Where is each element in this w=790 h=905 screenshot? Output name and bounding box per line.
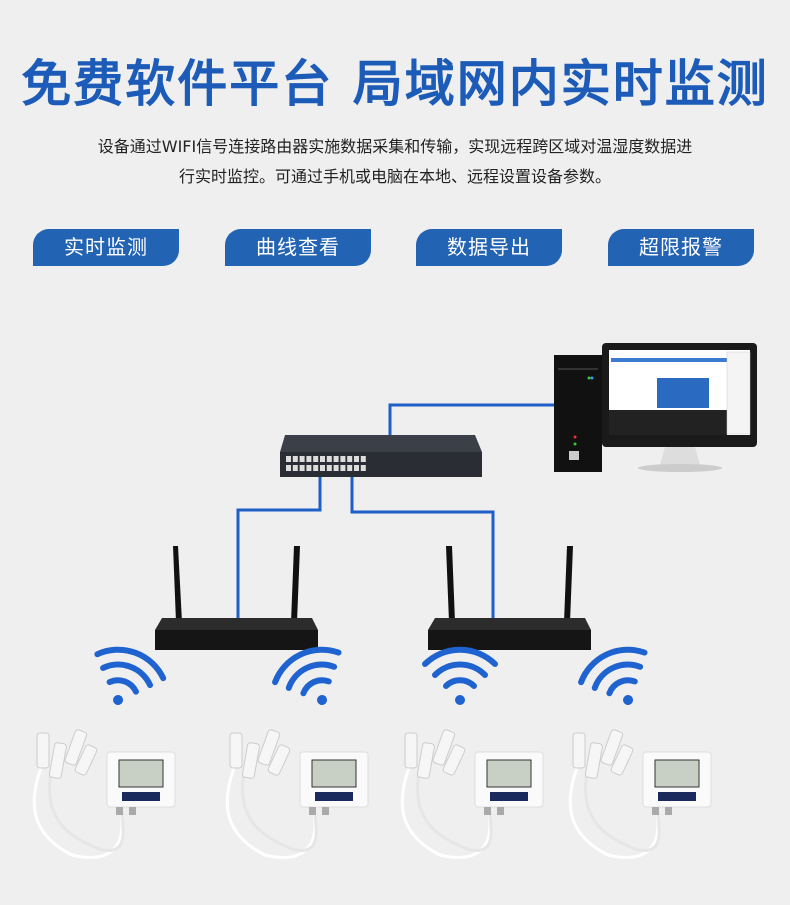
wireless-router-1-icon (155, 546, 318, 650)
temperature-humidity-logger-icon (568, 729, 712, 859)
page-title: 免费软件平台 局域网内实时监测 (21, 55, 769, 113)
wireless-router-2-icon (428, 546, 591, 650)
monitor-icon (602, 343, 757, 472)
wifi-icon (94, 646, 167, 705)
network-cables (236, 403, 556, 618)
network-switch-icon (280, 435, 482, 477)
wifi-icon (422, 646, 498, 705)
feature-data-export: 数据导出 (416, 229, 562, 266)
feature-alarm: 超限报警 (608, 229, 754, 266)
wifi-icon (578, 646, 648, 705)
description-line-2: 行实时监控。可通过手机或电脑在本地、远程设置设备参数。 (178, 167, 611, 186)
feature-realtime-monitoring: 实时监测 (33, 229, 179, 266)
feature-curve-view: 曲线查看 (225, 229, 371, 266)
wifi-icon (272, 646, 342, 705)
temperature-humidity-logger-icon (32, 729, 176, 859)
description-line-1: 设备通过WIFI信号连接路由器实施数据采集和传输，实现远程跨区域对温湿度数据进 (97, 137, 693, 156)
temperature-humidity-logger-icon (400, 729, 544, 859)
pc-tower-icon (554, 355, 602, 472)
temperature-humidity-logger-icon (225, 729, 369, 859)
